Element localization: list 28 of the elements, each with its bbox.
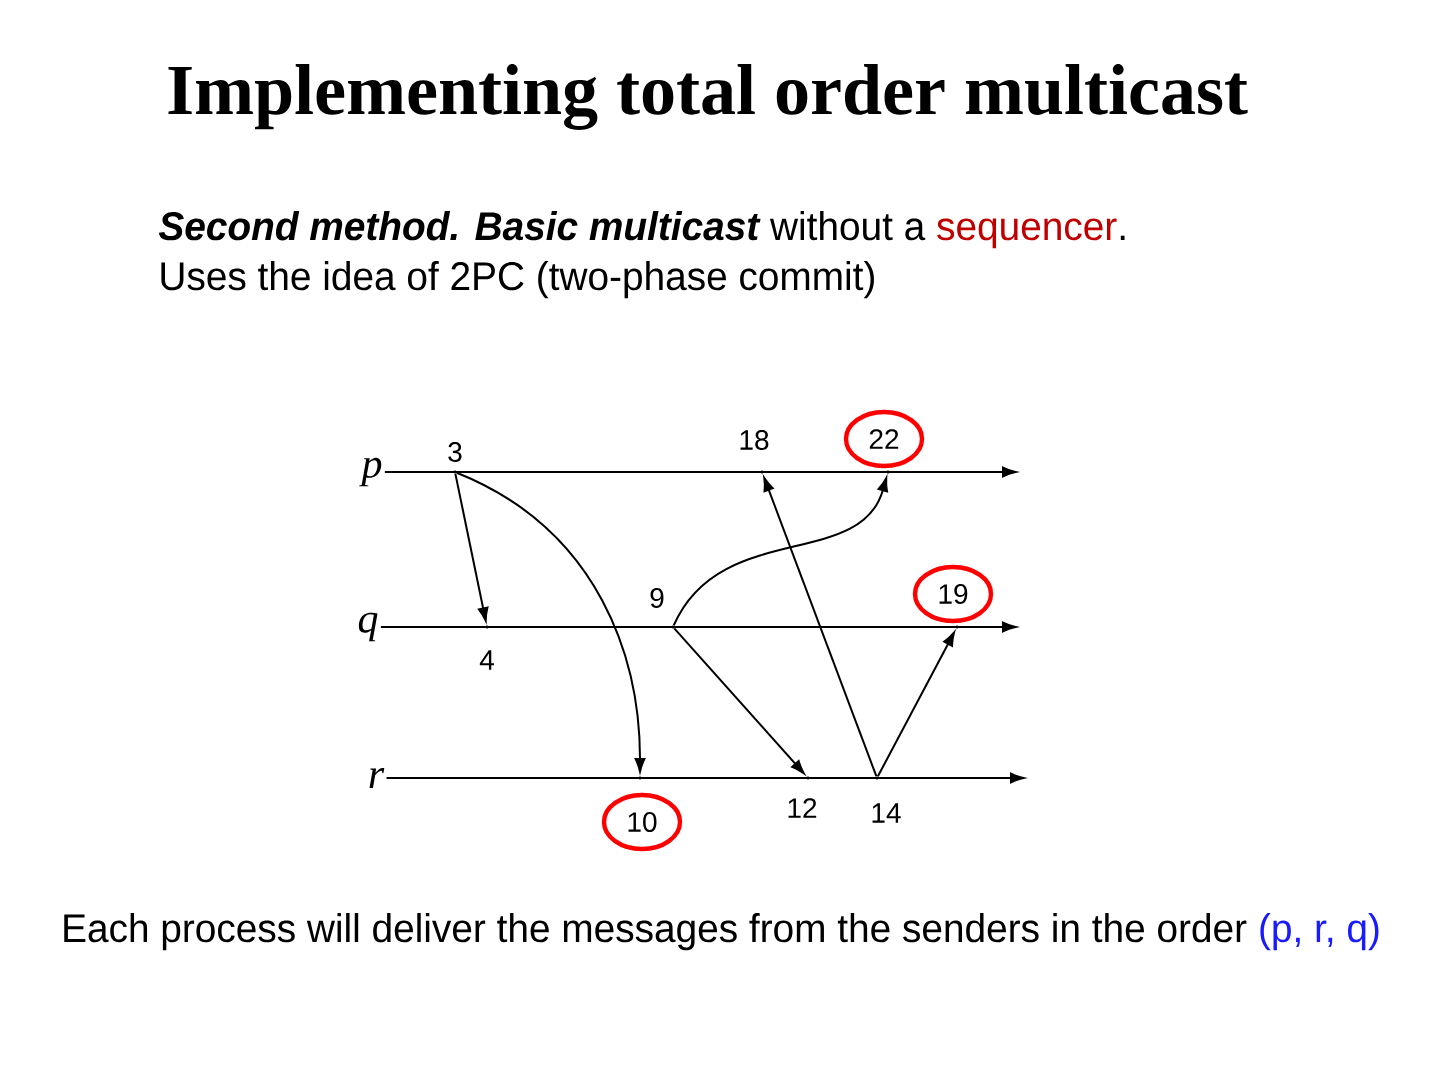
timestamp: 12 — [788, 798, 817, 818]
label: . — [1120, 235, 1125, 240]
label: Second method. Basic multicast — [158, 211, 761, 241]
subtitle-text: Second method. Basic multicast without a sequencer. — [158, 211, 1125, 249]
message-arrow — [455, 471, 646, 773]
title: Implementing total order multicast — [168, 64, 1248, 130]
timeline-arrow — [379, 621, 1017, 633]
timestamp: 9 — [650, 588, 664, 608]
circled-number: 22 — [843, 409, 925, 469]
timestamp: 3 — [448, 442, 462, 462]
timeline-arrow — [383, 466, 1017, 478]
conclusion-text: Each process will deliver the messages from the senders in the order (p, r, q) — [64, 913, 1379, 951]
circled-number: 19 — [912, 564, 994, 624]
message-arrow — [673, 627, 805, 775]
label: without a — [769, 211, 926, 241]
subtitle-text: Uses the idea of 2PC (two-phase commit) — [161, 261, 874, 299]
timestamp: 14 — [872, 803, 901, 823]
timeline-arrow — [385, 772, 1025, 784]
process-label: p — [359, 457, 382, 487]
label: sequencer — [937, 218, 1117, 249]
timestamp: 18 — [740, 430, 769, 450]
message-arrow — [672, 477, 888, 627]
process-label: q — [358, 612, 378, 642]
message-arrow — [763, 477, 878, 778]
timestamp: 4 — [479, 650, 494, 670]
message-arrow — [876, 631, 955, 778]
process-label: r — [369, 768, 385, 788]
circled-number: 10 — [601, 792, 683, 852]
